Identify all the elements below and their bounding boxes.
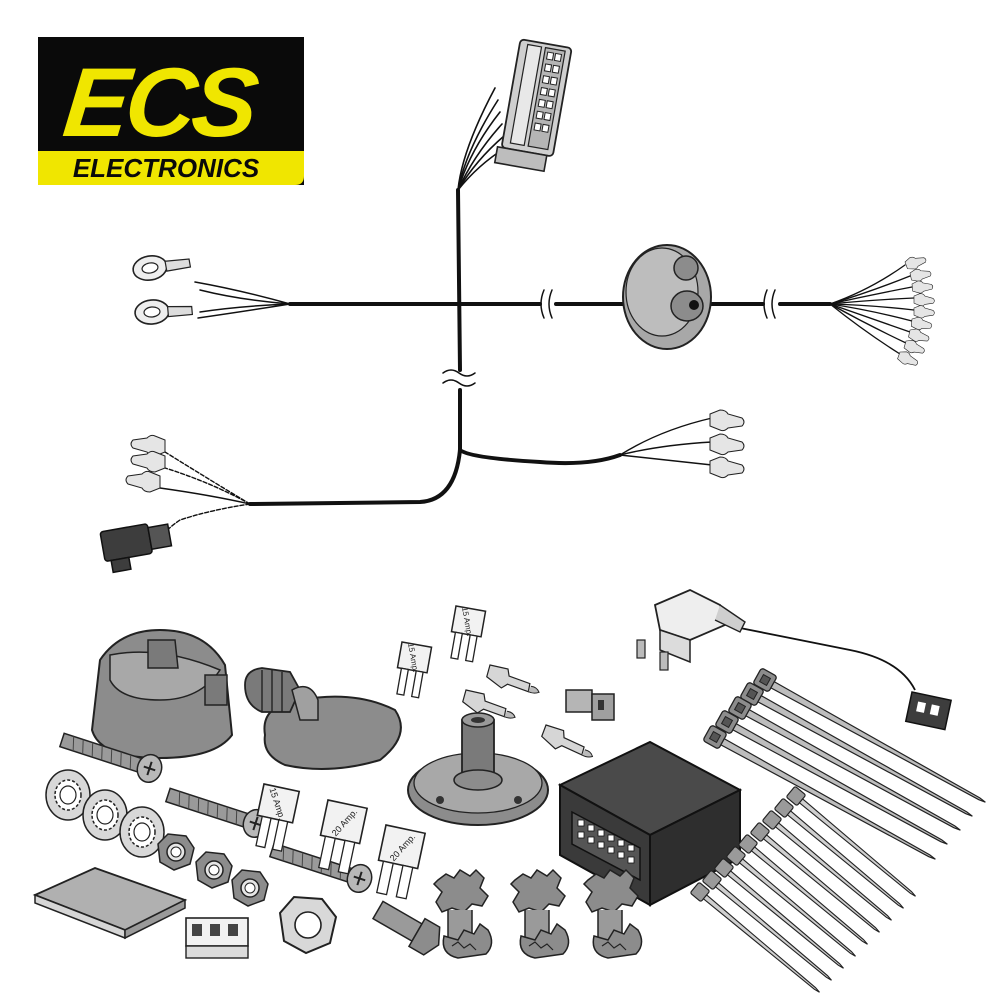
fuse-15a-top-1: 15 Amp. (450, 605, 487, 663)
adhesive-pad (32, 867, 188, 940)
harness-branch-right (458, 448, 622, 466)
ecs-electronics-logo: ECS ELECTRONICS (38, 37, 304, 185)
socket-mounting-plate (407, 712, 549, 826)
splice-connectors (433, 869, 643, 959)
fuse-15a-top-2: 15 Amp. (396, 641, 433, 699)
black-plug-connector (99, 523, 173, 574)
logo-band (38, 151, 304, 185)
harness-branch-left (248, 448, 462, 506)
white-connector (185, 917, 249, 959)
grey-connector (565, 689, 615, 721)
spring-washers (45, 769, 165, 858)
vehicle-connector (493, 38, 573, 173)
fuse-15a: 15 Amp. (255, 783, 301, 852)
fuse-20a-2: 20 Amp. (375, 824, 427, 900)
logo-brand-text: ECS (59, 47, 263, 157)
branch-terminals-right (709, 409, 745, 479)
towbar-socket (90, 628, 234, 760)
hex-nuts (157, 833, 269, 907)
break-mark-vertical (442, 369, 476, 387)
break-mark-1 (540, 289, 553, 319)
rubber-seal (244, 667, 402, 770)
mains-plug (636, 589, 916, 691)
cable-grommet (622, 244, 712, 350)
test-plug-connector (904, 691, 953, 731)
logo-subtitle-text: ELECTRONICS (73, 153, 260, 183)
branch-terminals-left (125, 434, 166, 493)
short-bolt (371, 900, 441, 956)
fuse-20a-1: 20 Amp. (317, 799, 369, 875)
large-nut (278, 895, 338, 955)
break-mark-2 (763, 289, 776, 319)
ring-terminals (132, 255, 194, 325)
harness-trunk-upper (456, 188, 462, 372)
wire-pin-ends (896, 252, 935, 369)
wiring-harness (159, 87, 915, 541)
